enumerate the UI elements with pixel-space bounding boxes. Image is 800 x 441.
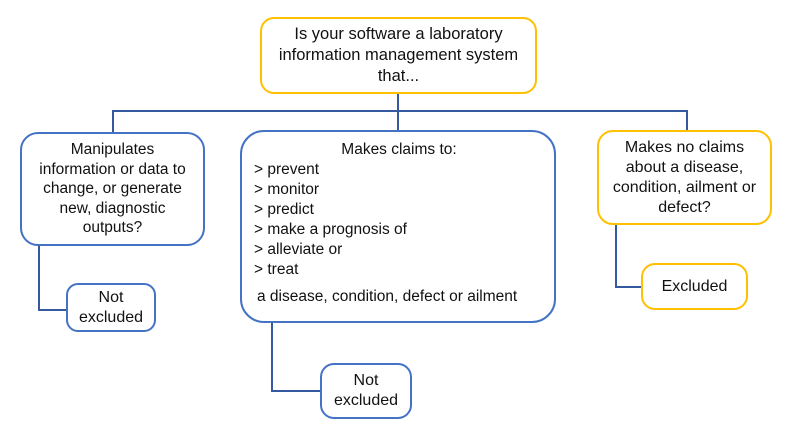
connector-no-claims-down [615,224,617,288]
node-outcome-not-excluded-left: Not excluded [66,283,156,332]
connector-claims-to-outcome [271,390,321,392]
outcome-not-excluded-left-label: Not excluded [78,288,144,326]
claims-footer: a disease, condition, defect or ailment [257,288,518,305]
node-no-claims-question: Makes no claims about a disease, conditi… [597,130,772,225]
connector-branch-horizontal [112,110,688,112]
connector-no-claims-to-outcome [615,286,642,288]
node-root-question: Is your software a laboratory informatio… [260,17,537,94]
connector-manipulates-down [38,245,40,311]
connector-root-to-claims [397,93,399,131]
claims-item-monitor: > monitor [254,181,320,198]
manipulates-question-label: Manipulates information or data to chang… [39,141,186,237]
claims-item-predict: > predict [254,201,314,218]
claims-item-prevent: > prevent [254,161,320,178]
node-outcome-not-excluded-middle: Not excluded [320,363,412,419]
no-claims-question-label: Makes no claims about a disease, conditi… [612,138,757,216]
node-outcome-excluded: Excluded [641,263,748,310]
outcome-not-excluded-middle-label: Not excluded [333,372,399,409]
connector-manipulates-to-outcome [38,309,67,311]
outcome-excluded-label: Excluded [661,277,728,295]
claims-title: Makes claims to: [341,141,457,158]
node-manipulates-question: Manipulates information or data to chang… [20,132,205,246]
root-question-label: Is your software a laboratory informatio… [278,25,519,85]
connector-branch-to-manipulates [112,110,114,133]
claims-item-prognosis: > make a prognosis of [254,221,407,238]
connector-claims-down [271,322,273,392]
node-claims-question: Makes claims to: > prevent > monitor > p… [240,130,556,323]
claims-item-treat: > treat [254,261,299,278]
claims-item-alleviate: > alleviate or [254,241,343,258]
connector-branch-to-no-claims [686,110,688,131]
